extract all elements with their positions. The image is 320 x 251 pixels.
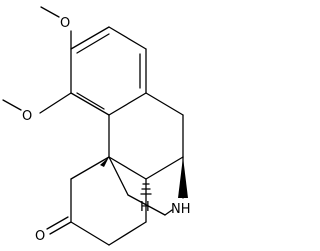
bond-c7-c8 (108, 221, 147, 246)
wedge-c13 (100, 157, 109, 167)
bond-c13-c16 (108, 156, 129, 196)
aromatic-ring (70, 26, 147, 116)
bond-c14-c13 (108, 156, 147, 180)
ring-double-1 (76, 33, 110, 54)
hydrogen-label: H (140, 200, 150, 215)
ring-bond-4 (108, 92, 147, 116)
bond-ch3-o-top (40, 6, 60, 18)
oxygen-top-label: O (60, 16, 70, 31)
bond-c16-c17 (127, 194, 166, 216)
oxygen-mid-label: O (22, 109, 32, 124)
wedge-c9 (178, 157, 188, 198)
stereo-bonds (100, 157, 188, 198)
bond-c9-c14 (145, 156, 184, 180)
ring-bond-1 (70, 26, 110, 50)
carbonyl (46, 216, 72, 235)
methoxy-top (40, 6, 72, 50)
bond-ch3-o-mid (2, 99, 22, 111)
methoxy-middle (2, 92, 72, 114)
morphinan-structure-diagram: O O O H NH (2, 6, 191, 246)
bond-c17-n (164, 209, 173, 216)
ring-bond-5 (70, 92, 110, 116)
nitrogen-label: NH (171, 202, 191, 217)
ring-bond-2 (108, 26, 147, 50)
oxygen-carbonyl-label: O (35, 229, 45, 244)
bond-c6-c7 (70, 221, 110, 246)
atom-labels: O O O H NH (22, 16, 191, 244)
bond-o-ar-mid (39, 92, 72, 114)
bond-c13-c15 (70, 156, 110, 180)
carbonyl-bond-1 (49, 221, 72, 235)
carbonyl-bond-2 (46, 216, 69, 230)
carbon-skeleton (70, 92, 184, 246)
bond-c10a (145, 92, 184, 116)
ring-double-3 (76, 92, 105, 110)
